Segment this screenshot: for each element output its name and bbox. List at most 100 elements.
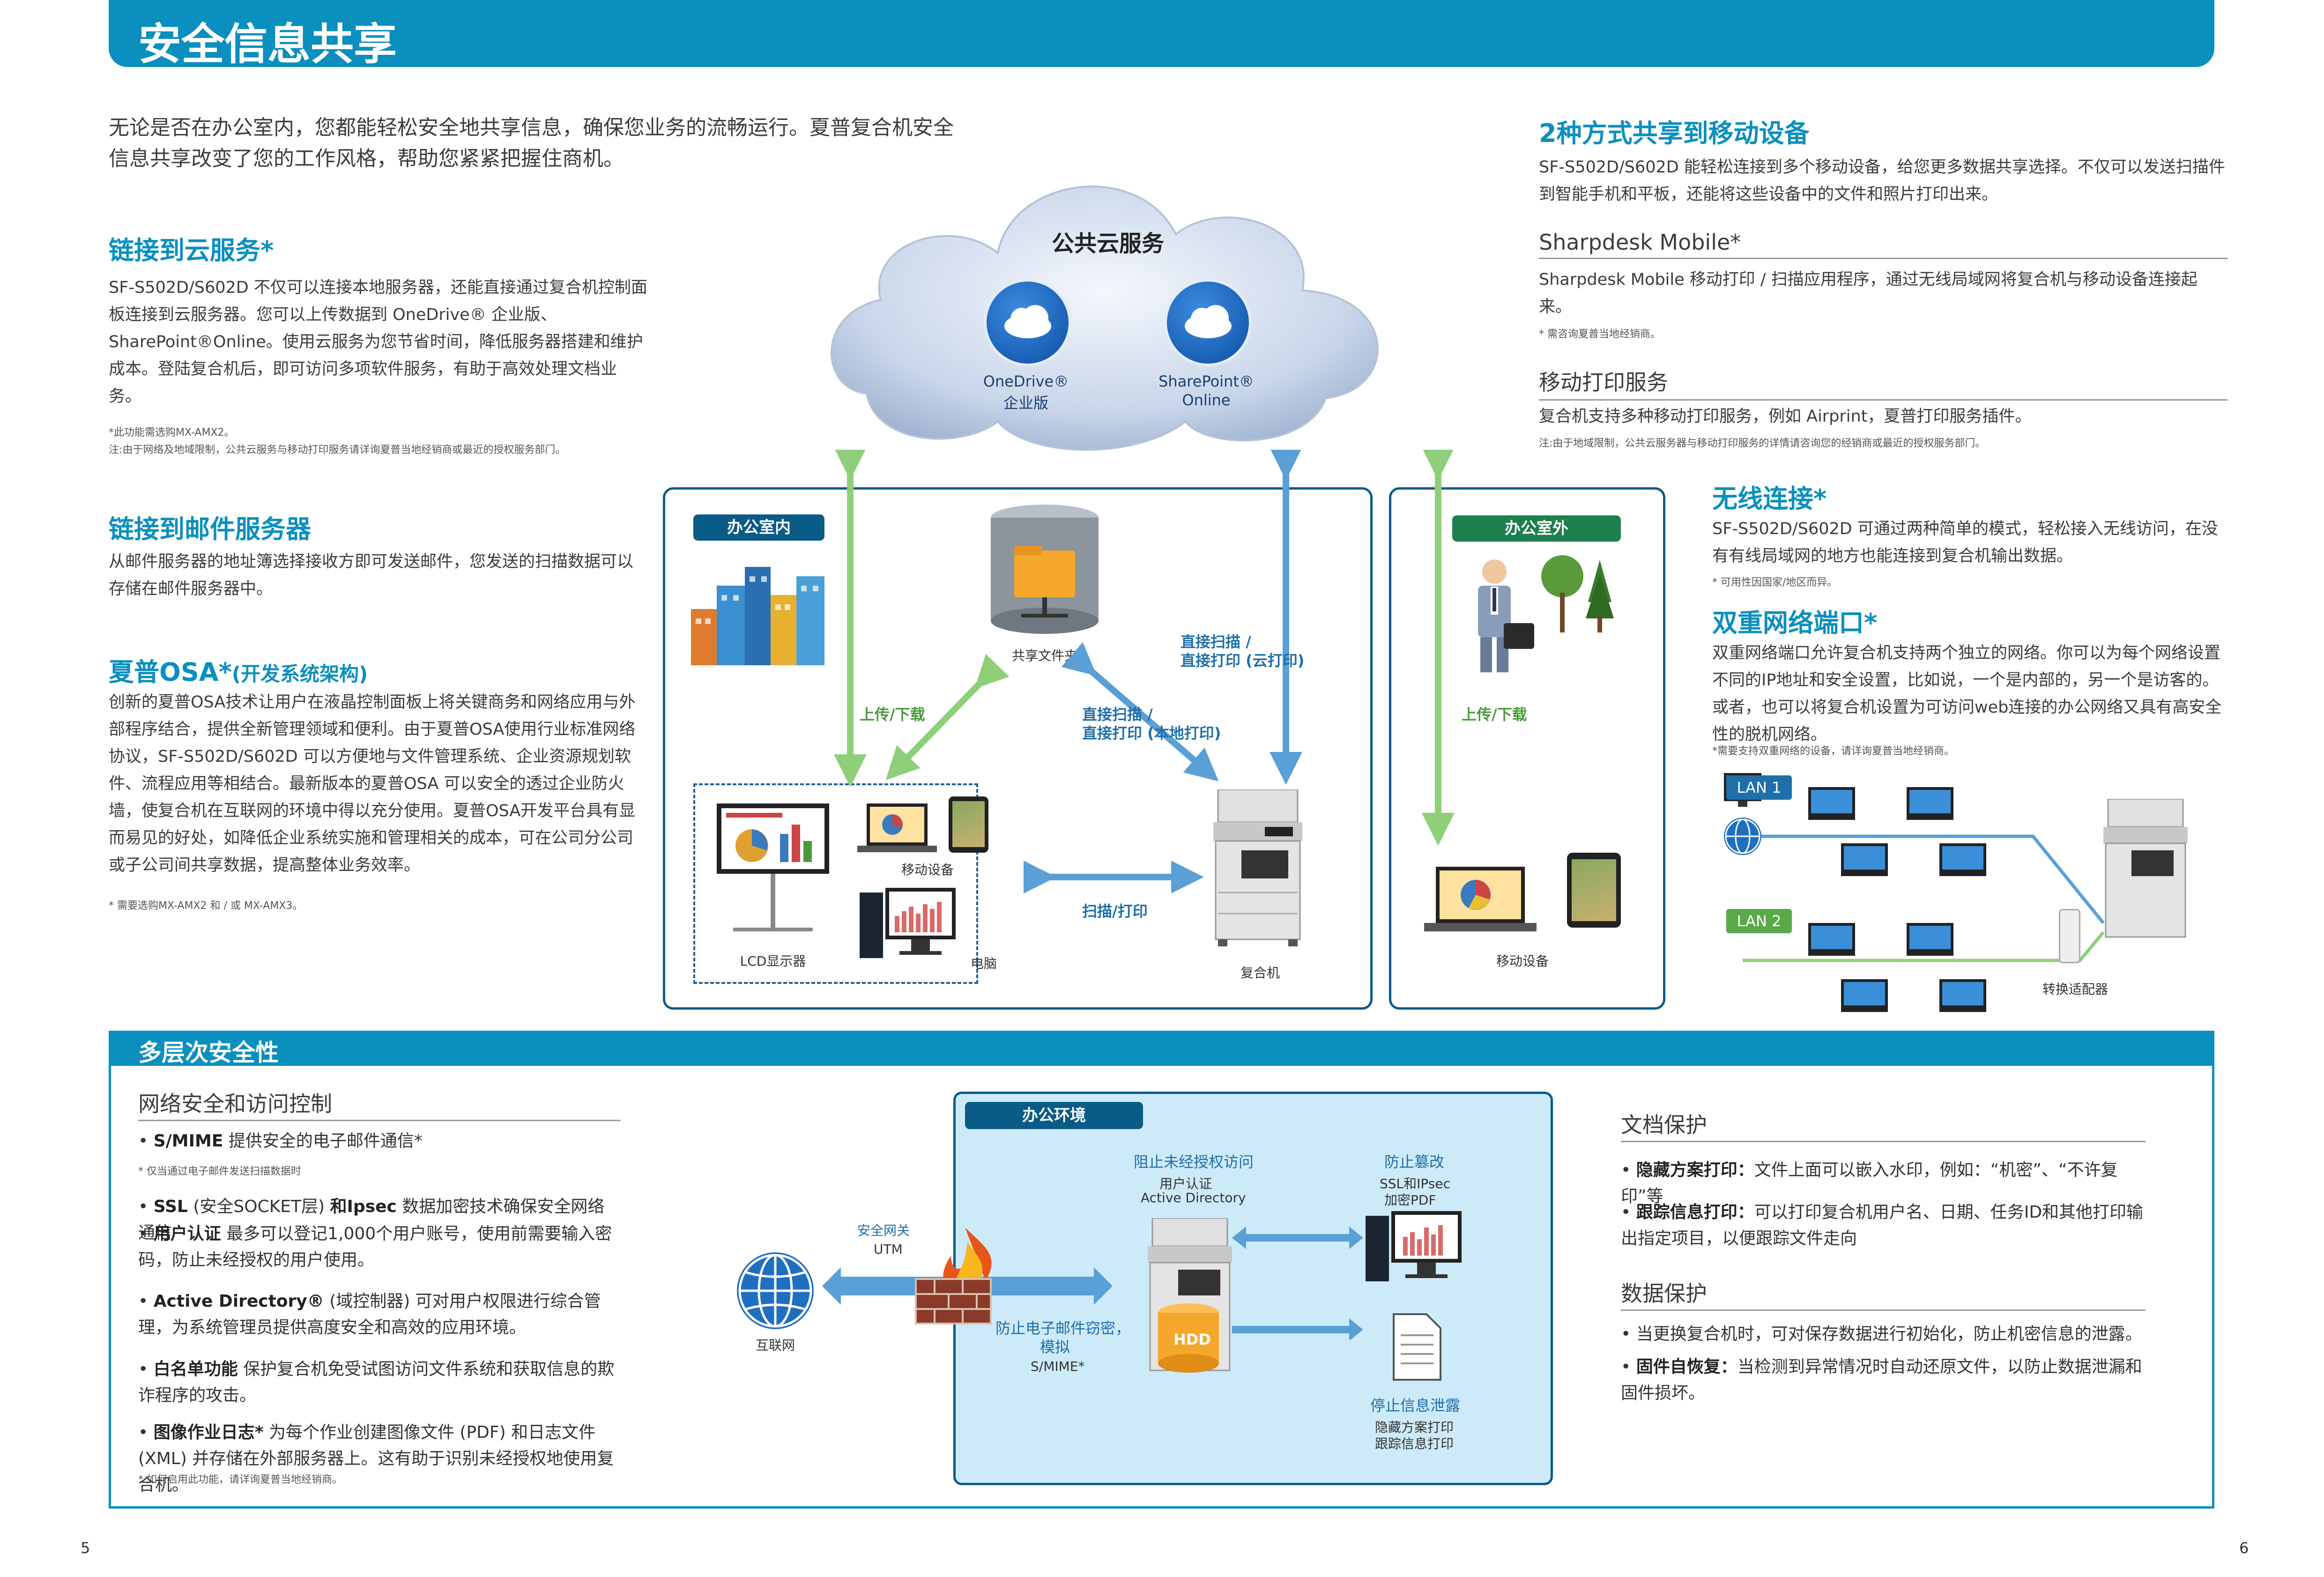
smime-text: 提供安全的电子邮件通信*	[223, 1131, 423, 1151]
cloud-section-body: SF-S502D/S602D 不仅可以连接本地服务器，还能直接通过复合机控制面板…	[109, 278, 647, 406]
smime-bold: S/MIME	[153, 1131, 223, 1151]
security-frame	[109, 1066, 2214, 1509]
globe-icon	[735, 1251, 815, 1331]
tamper-title: 防止篡改	[1384, 1153, 1445, 1171]
tablet-icon	[949, 796, 988, 853]
dual-port-title: 双重网络端口*	[1712, 608, 1878, 638]
log-text: 为每个作业创建图像文件 (PDF) 和日志文件 (XML) 并存储在外部服务器上…	[138, 1423, 614, 1495]
onedrive-icon	[984, 279, 1071, 366]
tree-icon	[1537, 555, 1616, 635]
leak-title: 停止信息泄露	[1370, 1397, 1461, 1414]
smime-item: • S/MIME 提供安全的电子邮件通信*	[138, 1131, 423, 1151]
mfp-icon	[1209, 788, 1307, 949]
ssl-item: • SSL (安全SOCKET层) 和Ipsec 数据加密技术确保安全网络通信	[138, 1197, 605, 1242]
block-access-1: 用户认证	[1159, 1176, 1212, 1191]
net-security-title: 网络安全和访问控制	[138, 1087, 621, 1121]
buildings-icon	[689, 558, 829, 665]
log-note: * 如何启用此功能，请详询夏普当地经销商。	[138, 1474, 342, 1486]
osa-section-title: 夏普OSA*(开发系统架构)	[109, 651, 368, 688]
firmware-text: 当检测到异常情况时自动还原文件，以防止数据泄漏和固件损坏。	[1621, 1357, 2142, 1403]
mfp-label: 复合机	[1240, 965, 1280, 981]
hdd-icon	[1157, 1302, 1220, 1373]
utm-label: UTM	[874, 1242, 903, 1257]
leak-1: 隐藏方案打印	[1375, 1420, 1454, 1435]
smime-note: * 仅当通过电子邮件发送扫描数据时	[138, 1166, 301, 1177]
block-access-2: Active Directory	[1141, 1190, 1246, 1205]
header-bar	[109, 0, 2214, 67]
sharepoint-label-2: Online	[1182, 391, 1231, 409]
data-protect-title: 数据保护	[1621, 1277, 2146, 1311]
page-number-left: 5	[81, 1539, 90, 1557]
ad-text: (域控制器) 可对用户权限进行综合管理，为系统管理员提供高度安全和高效的应用环境…	[138, 1292, 601, 1337]
onedrive-label: OneDrive®	[983, 372, 1069, 390]
sharpdesk-title: Sharpdesk Mobile*	[1539, 230, 2227, 259]
adapter-label: 转换适配器	[2042, 982, 2108, 997]
whitelist-bold: 白名单功能	[153, 1360, 238, 1379]
wireless-section-title: 无线连接*	[1712, 484, 1827, 513]
mobile-print-note: 注:由于地域限制，公共云服务器与移动打印服务的详情请咨询您的经销商或最近的授权服…	[1539, 438, 1986, 449]
tablet-outside-icon	[1567, 853, 1621, 928]
secure-pc-icon	[1366, 1211, 1464, 1291]
laptop-outside-icon	[1424, 864, 1537, 935]
scan-print-label: 扫描/打印	[1082, 902, 1148, 920]
sharepoint-label: SharePoint®	[1158, 372, 1254, 390]
intro-text: 无论是否在办公室内，您都能轻松安全地共享信息，确保您业务的流畅运行。夏普复合机安…	[109, 116, 954, 171]
upload-download-label: 上传/下载	[860, 706, 925, 723]
osa-section-body: 创新的夏普OSA技术让用户在液晶控制面板上将关键商务和网络应用与外部程序结合，提…	[109, 693, 636, 875]
lan-mfp-icon	[2099, 798, 2192, 939]
sharepoint-icon	[1164, 279, 1252, 366]
direct-scan-local-label-2: 直接打印 (本地打印)	[1082, 724, 1221, 742]
log-bold: 图像作业日志*	[153, 1423, 264, 1442]
email-protect-title-1: 防止电子邮件窃密，	[995, 1319, 1131, 1337]
firmware-bold: 固件自恢复：	[1636, 1357, 1737, 1376]
ipsec-bold: 和Ipsec	[330, 1197, 397, 1216]
block-access-title: 阻止未经授权访问	[1134, 1153, 1254, 1171]
briefcase-icon	[1504, 623, 1534, 649]
ssl-text: (安全SOCKET层)	[187, 1197, 330, 1216]
office-inside-box	[663, 487, 1373, 1010]
doc-protect-title: 文档保护	[1621, 1108, 2146, 1142]
lan2-badge: LAN 2	[1726, 909, 1792, 933]
mobile-section-title: 2种方式共享到移动设备	[1539, 119, 1810, 148]
ad-bold: Active Directory®	[153, 1292, 324, 1311]
ad-item: • Active Directory® (域控制器) 可对用户权限进行综合管理，…	[138, 1292, 601, 1337]
osa-title-main: 夏普OSA*	[109, 657, 232, 687]
office-outside-label: 办公室外	[1452, 515, 1621, 542]
office-inside-label: 办公室内	[693, 514, 824, 541]
mobile-device-label: 移动设备	[901, 862, 954, 878]
track-print-item: • 跟踪信息打印：可以打印复合机用户名、日期、任务ID和其他打印输出指定项目，以…	[1621, 1203, 2144, 1248]
data-init-text: 当更换复合机时，可对保存数据进行初始化，防止机密信息的泄露。	[1636, 1324, 2142, 1344]
firmware-item: • 固件自恢复：当检测到异常情况时自动还原文件，以防止数据泄漏和固件损坏。	[1621, 1357, 2142, 1403]
whitelist-item: • 白名单功能 保护复合机免受试图访问文件系统和获取信息的欺诈程序的攻击。	[138, 1360, 615, 1405]
desktop-pc-icon	[860, 888, 958, 967]
hdd-label: HDD	[1173, 1331, 1211, 1348]
cloud-note-1: *此功能需选购MX-AMX2。	[109, 427, 235, 439]
track-print-bold: 跟踪信息打印：	[1636, 1203, 1754, 1222]
document-icon	[1391, 1312, 1443, 1382]
leak-2: 跟踪信息打印	[1375, 1436, 1454, 1451]
onedrive-label-2: 企业版	[1003, 394, 1048, 412]
ssl-bold: SSL	[153, 1197, 188, 1216]
security-arrows	[1232, 1223, 1363, 1341]
security-title: 多层次安全性	[138, 1039, 279, 1066]
wireless-note: * 可用性因国家/地区而异。	[1712, 577, 1838, 588]
dual-port-note: *需要支持双重网络的设备，请详询夏普当地经销商。	[1712, 745, 1955, 757]
ssl-rest: 数据加密技术确保安全网络通信	[138, 1197, 605, 1242]
upload-download-outside-label: 上传/下载	[1462, 706, 1527, 723]
tamper-1: SSL和IPsec	[1380, 1176, 1451, 1191]
mobile-section-body: SF-S502D/S602D 能轻松连接到多个移动设备，给您更多数据共享选择。不…	[1539, 158, 2225, 204]
tamper-2: 加密PDF	[1384, 1192, 1436, 1208]
mobile-print-body: 复合机支持多种移动打印服务，例如 Airprint，夏普打印服务插件。	[1539, 407, 2032, 426]
businessman-icon	[1471, 558, 1518, 675]
pc-label: 电脑	[970, 956, 997, 971]
log-item: • 图像作业日志* 为每个作业创建图像文件 (PDF) 和日志文件 (XML) …	[138, 1423, 614, 1495]
wireless-section-body: SF-S502D/S602D 可通过两种简单的模式，轻松接入无线访问，在没有有线…	[1712, 520, 2218, 565]
email-protect-title-2: 模拟	[1040, 1338, 1070, 1356]
auth-bold: 用户认证	[153, 1224, 221, 1243]
direct-scan-cloud-label-1: 直接扫描 /	[1181, 633, 1251, 651]
email-protect-sub: S/MIME*	[1031, 1359, 1085, 1374]
direct-scan-cloud-label-2: 直接打印 (云打印)	[1181, 652, 1305, 669]
dual-port-body: 双重网络端口允许复合机支持两个独立的网络。你可以为每个网络设置不同的IP地址和安…	[1712, 644, 2222, 744]
laptop-icon	[857, 801, 937, 857]
server-icon	[988, 504, 1101, 640]
